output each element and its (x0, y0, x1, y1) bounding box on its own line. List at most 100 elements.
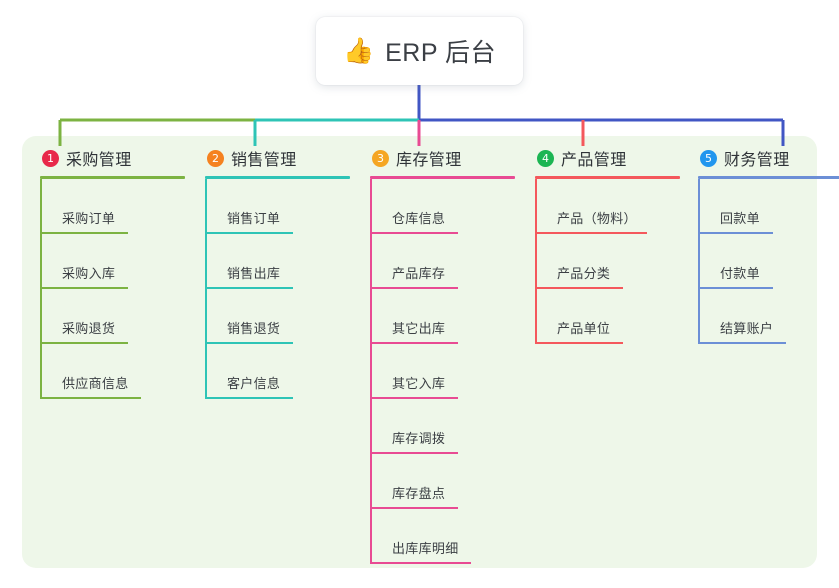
branch-item[interactable]: 采购退货 (40, 289, 190, 344)
branch-item-label: 销售出库 (227, 266, 281, 281)
branch-item-underline (205, 232, 293, 234)
branch-item-underline (370, 562, 471, 564)
branch-underline (698, 176, 839, 179)
branch-column-3: 3 库存管理仓库信息产品库存其它出库其它入库库存调拨库存盘点出库库明细 (370, 146, 520, 564)
branch-item[interactable]: 其它出库 (370, 289, 520, 344)
branch-title: 销售管理 (231, 152, 297, 169)
branch-item[interactable]: 付款单 (698, 234, 839, 289)
root-node-card[interactable]: 👍 ERP 后台 (316, 17, 523, 85)
branch-item-label: 产品分类 (557, 266, 611, 281)
branch-item-underline (205, 287, 293, 289)
branch-spine (370, 179, 372, 564)
branch-item[interactable]: 产品分类 (535, 234, 685, 289)
branch-item-underline (40, 287, 128, 289)
branch-item-label: 付款单 (720, 266, 760, 281)
branch-item-underline (698, 232, 773, 234)
branch-item-underline (40, 342, 128, 344)
branch-item[interactable]: 供应商信息 (40, 344, 190, 399)
branch-header-2[interactable]: 2 销售管理 (205, 146, 355, 170)
branch-number-badge: 3 (372, 149, 389, 167)
branch-item-underline (535, 287, 623, 289)
branch-item[interactable]: 产品库存 (370, 234, 520, 289)
branch-item[interactable]: 客户信息 (205, 344, 355, 399)
branch-items-5: 回款单付款单结算账户 (698, 179, 839, 344)
diagram-background-panel (22, 136, 817, 568)
branch-underline (370, 176, 515, 179)
branch-item-underline (698, 287, 773, 289)
branch-title: 采购管理 (66, 152, 132, 169)
branch-item-underline (535, 232, 647, 234)
branch-header-5[interactable]: 5 财务管理 (698, 146, 839, 170)
branch-item[interactable]: 产品（物料） (535, 179, 685, 234)
branch-item-label: 客户信息 (227, 376, 281, 391)
branch-number-badge: 1 (42, 149, 59, 167)
branch-item-label: 其它入库 (392, 376, 446, 391)
root-node-title: ERP 后台 (385, 39, 497, 67)
branch-item-label: 出库库明细 (392, 541, 459, 556)
branch-underline (205, 176, 350, 179)
thumbs-up-icon: 👍 (342, 36, 375, 65)
branch-spine (40, 179, 42, 399)
branch-item-underline (205, 342, 293, 344)
branch-item-underline (40, 397, 141, 399)
branch-item-label: 产品单位 (557, 321, 611, 336)
branch-item-label: 回款单 (720, 211, 760, 226)
branch-item-label: 仓库信息 (392, 211, 446, 226)
branch-title: 库存管理 (396, 152, 462, 169)
branch-item[interactable]: 库存盘点 (370, 454, 520, 509)
branch-title: 财务管理 (724, 152, 790, 169)
branch-item-label: 采购退货 (62, 321, 116, 336)
branch-item-label: 销售退货 (227, 321, 281, 336)
branch-item-label: 销售订单 (227, 211, 281, 226)
branch-underline (535, 176, 680, 179)
branch-number-badge: 2 (207, 149, 224, 167)
branch-spine (698, 179, 700, 344)
branch-item-underline (370, 452, 458, 454)
branch-items-1: 采购订单采购入库采购退货供应商信息 (40, 179, 190, 399)
branch-item-label: 库存盘点 (392, 486, 446, 501)
branch-item-underline (370, 397, 458, 399)
branch-item[interactable]: 库存调拨 (370, 399, 520, 454)
branch-item-label: 采购入库 (62, 266, 116, 281)
branch-item-label: 供应商信息 (62, 376, 129, 391)
branch-item-underline (370, 507, 458, 509)
branch-column-1: 1 采购管理采购订单采购入库采购退货供应商信息 (40, 146, 190, 399)
branch-column-5: 5 财务管理回款单付款单结算账户 (698, 146, 839, 344)
branch-number-badge: 5 (700, 149, 717, 167)
branch-header-4[interactable]: 4 产品管理 (535, 146, 685, 170)
branch-item-label: 产品（物料） (557, 211, 637, 226)
branch-item[interactable]: 结算账户 (698, 289, 839, 344)
branch-item-underline (205, 397, 293, 399)
branch-item-label: 库存调拨 (392, 431, 446, 446)
branch-underline (40, 176, 185, 179)
branch-header-3[interactable]: 3 库存管理 (370, 146, 520, 170)
branch-column-4: 4 产品管理产品（物料） 产品分类产品单位 (535, 146, 685, 344)
root-node-inner: 👍 ERP 后台 (343, 33, 496, 69)
branch-items-4: 产品（物料） 产品分类产品单位 (535, 179, 685, 344)
branch-item[interactable]: 销售出库 (205, 234, 355, 289)
branch-title: 产品管理 (561, 152, 627, 169)
branch-item[interactable]: 其它入库 (370, 344, 520, 399)
branch-item[interactable]: 产品单位 (535, 289, 685, 344)
branch-item-underline (370, 287, 458, 289)
branch-item-underline (370, 232, 458, 234)
branch-number-badge: 4 (537, 149, 554, 167)
branch-column-2: 2 销售管理销售订单销售出库销售退货客户信息 (205, 146, 355, 399)
branch-spine (205, 179, 207, 399)
branch-item[interactable]: 销售订单 (205, 179, 355, 234)
branch-item[interactable]: 销售退货 (205, 289, 355, 344)
branch-item[interactable]: 回款单 (698, 179, 839, 234)
branch-item[interactable]: 出库库明细 (370, 509, 520, 564)
branch-item[interactable]: 采购订单 (40, 179, 190, 234)
branch-item[interactable]: 仓库信息 (370, 179, 520, 234)
branch-item-underline (698, 342, 786, 344)
branch-item[interactable]: 采购入库 (40, 234, 190, 289)
branch-item-underline (535, 342, 623, 344)
branch-header-1[interactable]: 1 采购管理 (40, 146, 190, 170)
branch-item-label: 结算账户 (720, 321, 774, 336)
branch-items-2: 销售订单销售出库销售退货客户信息 (205, 179, 355, 399)
branch-items-3: 仓库信息产品库存其它出库其它入库库存调拨库存盘点出库库明细 (370, 179, 520, 564)
branch-item-label: 其它出库 (392, 321, 446, 336)
branch-spine (535, 179, 537, 344)
